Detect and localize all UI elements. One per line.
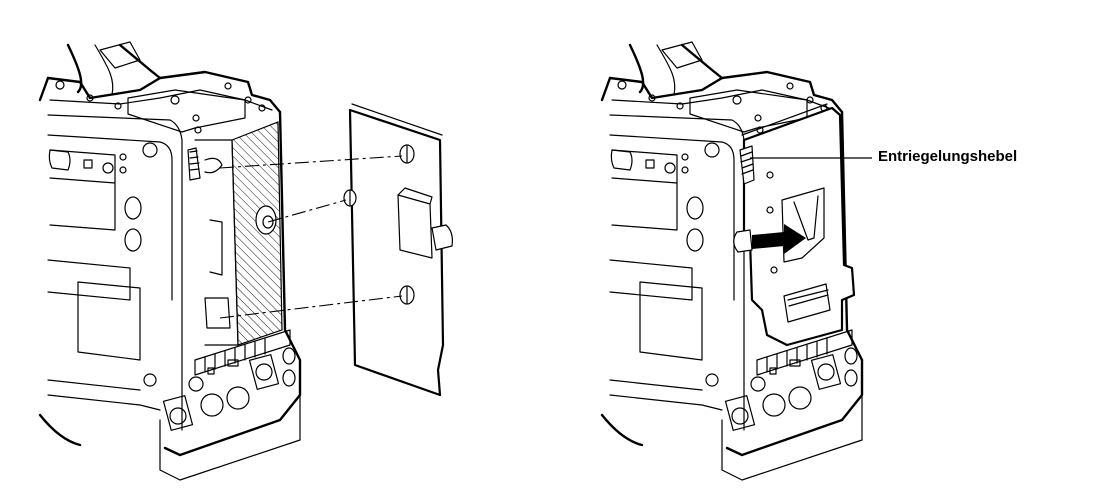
release-lever-label: Entriegelungshebel [878,148,1018,165]
right-camera-illustration [600,40,864,482]
mounting-plate [343,103,453,397]
arrow-icon [752,224,806,254]
guide-lines [219,155,403,319]
left-camera-illustration [38,40,302,482]
